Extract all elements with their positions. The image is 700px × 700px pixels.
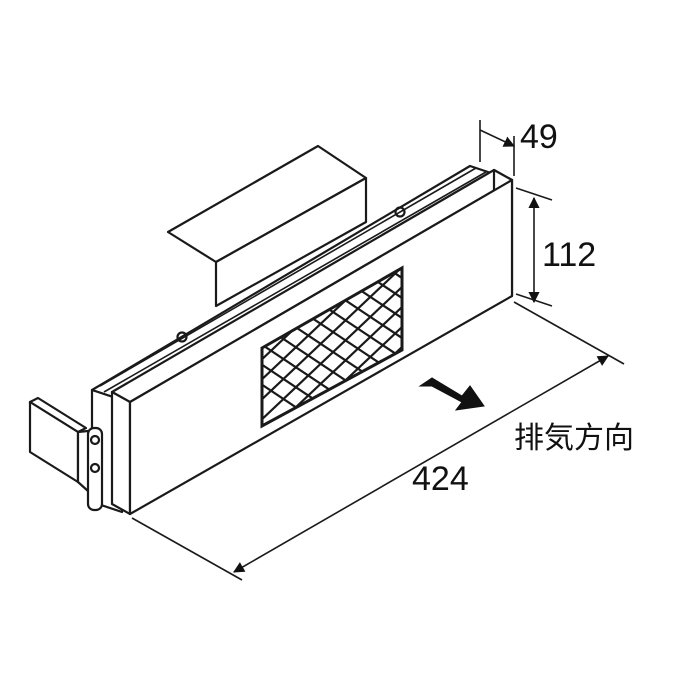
- exhaust-arrow-icon: [418, 377, 485, 411]
- screw-hole-right: [394, 206, 406, 218]
- side-bracket: [28, 396, 104, 512]
- width-dimension: 424: [131, 301, 625, 581]
- height-dimension: 112: [515, 187, 596, 307]
- rear-duct: [166, 144, 368, 308]
- exhaust-direction-label: 排気方向: [514, 421, 634, 456]
- width-label: 424: [412, 460, 469, 498]
- height-label: 112: [542, 236, 596, 274]
- screw-hole-left: [176, 331, 188, 343]
- depth-dimension: 49: [479, 118, 558, 176]
- depth-label: 49: [520, 118, 558, 156]
